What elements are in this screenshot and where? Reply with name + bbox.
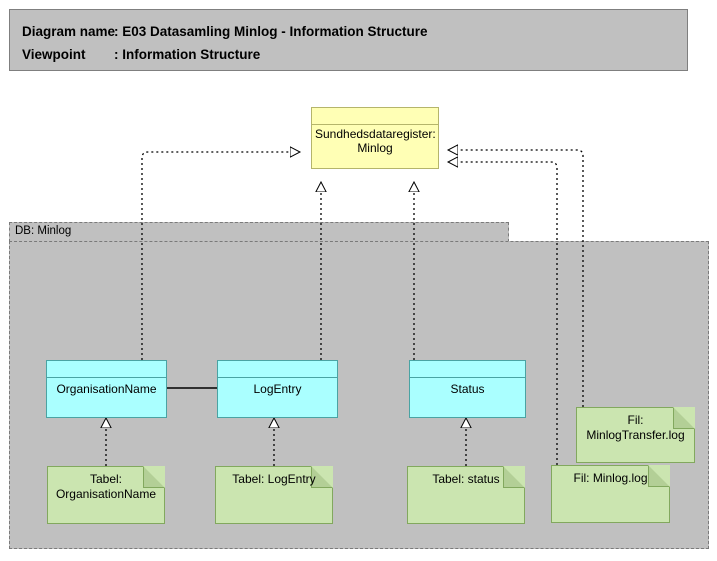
node-header-band xyxy=(218,361,337,378)
node-header-band xyxy=(312,108,438,125)
node-artifact-tabel-status[interactable]: Tabel: status xyxy=(407,466,525,524)
group-tab xyxy=(9,222,509,242)
node-label: Tabel: status xyxy=(432,472,500,486)
folded-corner-cut-icon xyxy=(143,466,165,488)
node-artifact-fil-minlogtransfer[interactable]: Fil: MinlogTransfer.log xyxy=(576,407,695,463)
folded-corner-cut-icon xyxy=(648,465,670,487)
node-label: Fil: Minlog.log xyxy=(573,471,648,485)
node-header-band xyxy=(47,361,166,378)
node-label: Status xyxy=(450,382,485,396)
viewpoint-value: Information Structure xyxy=(122,47,261,62)
viewpoint-separator: : xyxy=(114,47,123,62)
node-header-band xyxy=(410,361,525,378)
node-artifact-tabel-logentry[interactable]: Tabel: LogEntry xyxy=(215,466,333,524)
diagram-name-value: E03 Datasamling Minlog - Information Str… xyxy=(122,24,428,39)
node-label: Tabel: LogEntry xyxy=(232,472,316,486)
node-business-object-organisationname[interactable]: OrganisationName xyxy=(46,360,167,418)
node-label: Tabel: OrganisationName xyxy=(55,472,157,501)
node-business-object-status[interactable]: Status xyxy=(409,360,526,418)
node-business-object-logentry[interactable]: LogEntry xyxy=(217,360,338,418)
folded-corner-cut-icon xyxy=(673,407,695,429)
node-artifact-fil-minlog[interactable]: Fil: Minlog.log xyxy=(551,465,670,523)
folded-corner-cut-icon xyxy=(311,466,333,488)
node-label: LogEntry xyxy=(253,382,302,396)
node-label: OrganisationName xyxy=(56,382,157,396)
group-label: DB: Minlog xyxy=(15,225,72,237)
diagram-title-header: Diagram name: E03 Datasamling Minlog - I… xyxy=(9,9,688,71)
artifact-body xyxy=(551,465,670,523)
folded-corner-cut-icon xyxy=(503,466,525,488)
diagram-name-separator: : xyxy=(114,24,123,39)
artifact-body xyxy=(407,466,525,524)
node-label: Fil: MinlogTransfer.log xyxy=(586,413,685,442)
node-label: Sundhedsdataregister: Minlog xyxy=(315,127,436,155)
node-artifact-tabel-organisationname[interactable]: Tabel: OrganisationName xyxy=(47,466,165,524)
diagram-name-key: Diagram name xyxy=(22,24,116,39)
viewpoint-key: Viewpoint xyxy=(22,47,86,62)
node-data-object-sundhedsdataregister[interactable]: Sundhedsdataregister: Minlog xyxy=(311,107,439,169)
diagram-name-row: Diagram name: E03 Datasamling Minlog - I… xyxy=(22,24,428,39)
viewpoint-row: Viewpoint: Information Structure xyxy=(22,47,260,62)
